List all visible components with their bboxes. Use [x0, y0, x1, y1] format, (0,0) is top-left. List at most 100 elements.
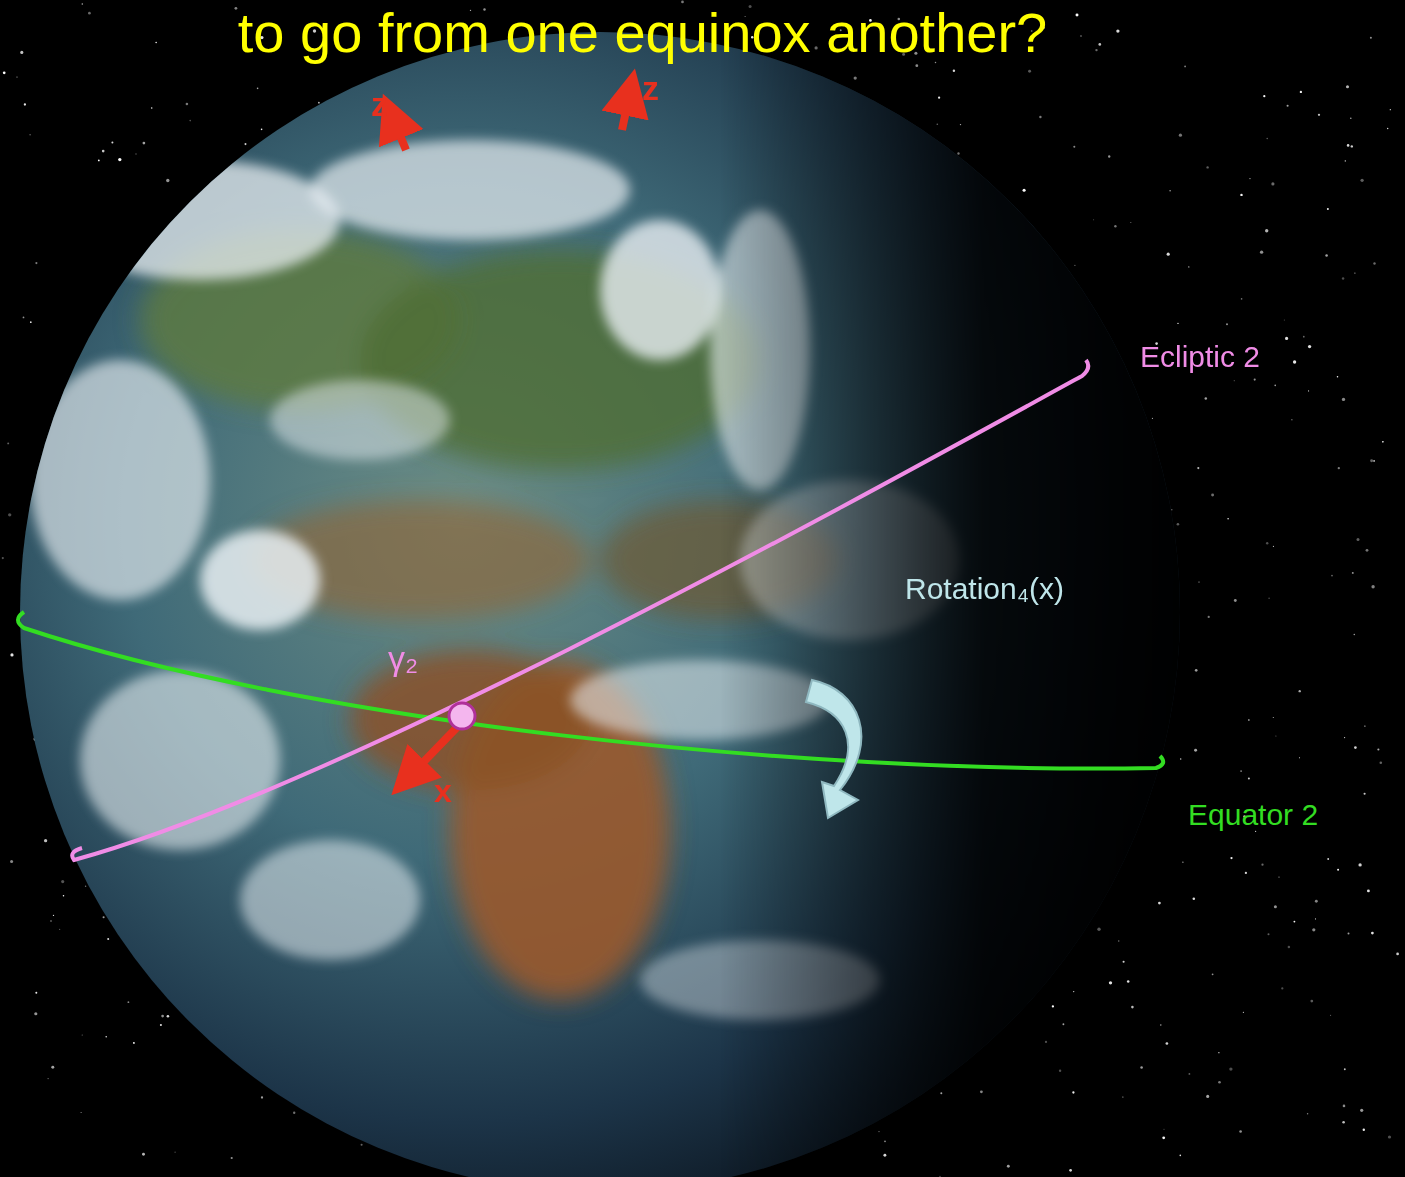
star — [1254, 379, 1256, 381]
star — [1180, 758, 1182, 760]
star — [1388, 1135, 1391, 1138]
star — [1177, 323, 1178, 324]
star — [1343, 1105, 1346, 1108]
star — [1260, 251, 1263, 254]
star — [1307, 1113, 1308, 1114]
star — [1152, 418, 1153, 419]
star — [1095, 49, 1097, 51]
star — [1243, 1012, 1244, 1013]
star — [1266, 542, 1268, 544]
star — [29, 134, 30, 135]
star — [1073, 991, 1074, 992]
star — [1380, 762, 1383, 765]
star — [1327, 208, 1329, 210]
star — [1308, 345, 1311, 348]
star — [35, 992, 37, 994]
star — [30, 321, 32, 323]
star — [1366, 549, 1369, 552]
star — [1059, 1070, 1061, 1072]
star — [1310, 1000, 1313, 1003]
star — [1097, 928, 1100, 931]
star — [1230, 857, 1232, 859]
plane-label: Ecliptic 2 — [1140, 340, 1260, 373]
star — [1205, 397, 1207, 399]
star — [1278, 877, 1279, 878]
star — [1390, 109, 1391, 110]
star — [1193, 897, 1196, 900]
star — [1140, 1066, 1143, 1069]
star — [1315, 918, 1316, 919]
star — [261, 128, 263, 130]
star — [1062, 1023, 1064, 1025]
star — [3, 71, 6, 74]
axis-label: x — [434, 774, 452, 809]
star — [1273, 717, 1274, 718]
axis-label: z — [371, 86, 388, 123]
star — [1122, 1096, 1123, 1097]
star — [59, 929, 60, 930]
star — [1127, 980, 1130, 983]
star — [63, 895, 65, 897]
star — [1218, 1081, 1221, 1084]
star — [1208, 616, 1210, 618]
star — [1248, 778, 1250, 780]
star — [1266, 138, 1267, 139]
star — [1274, 385, 1276, 387]
star — [1351, 145, 1353, 147]
star — [1179, 134, 1182, 137]
star — [7, 442, 9, 444]
star — [135, 153, 136, 154]
star — [85, 886, 86, 887]
star — [1370, 459, 1373, 462]
star — [1354, 746, 1357, 749]
star — [1377, 748, 1379, 750]
star — [915, 64, 918, 67]
star — [23, 317, 25, 319]
star — [1287, 105, 1289, 107]
star — [1354, 634, 1356, 636]
star — [854, 76, 857, 79]
star — [166, 179, 169, 182]
star — [81, 1112, 82, 1113]
star — [1023, 189, 1026, 192]
star — [10, 860, 13, 863]
star — [1263, 95, 1265, 97]
star — [1396, 953, 1399, 956]
star — [361, 1144, 363, 1146]
star — [151, 107, 153, 109]
star — [1160, 1024, 1161, 1025]
star — [1370, 37, 1372, 39]
star — [1114, 225, 1116, 227]
star — [103, 916, 105, 918]
star — [1180, 1155, 1182, 1157]
star — [1197, 467, 1199, 469]
star — [1039, 116, 1041, 118]
star — [1387, 128, 1388, 129]
star — [1098, 43, 1101, 46]
star — [160, 1024, 162, 1026]
star — [1109, 981, 1112, 984]
star — [1357, 538, 1360, 541]
star — [1162, 1136, 1165, 1139]
star — [293, 1112, 295, 1114]
star — [1344, 737, 1345, 738]
star — [1285, 337, 1288, 340]
star — [50, 920, 51, 921]
star — [1211, 493, 1214, 496]
star — [1346, 85, 1349, 88]
star — [1028, 70, 1031, 73]
star — [1331, 575, 1333, 577]
star — [1245, 872, 1247, 874]
star — [257, 87, 259, 89]
star — [1330, 1015, 1331, 1016]
star — [1240, 770, 1242, 772]
star — [1116, 29, 1119, 32]
star — [936, 123, 938, 125]
star — [1069, 1169, 1072, 1172]
star — [1052, 1005, 1054, 1007]
star — [1325, 254, 1328, 257]
star — [1182, 862, 1183, 863]
star — [1338, 467, 1340, 469]
star — [883, 1154, 886, 1157]
star — [1261, 864, 1263, 866]
